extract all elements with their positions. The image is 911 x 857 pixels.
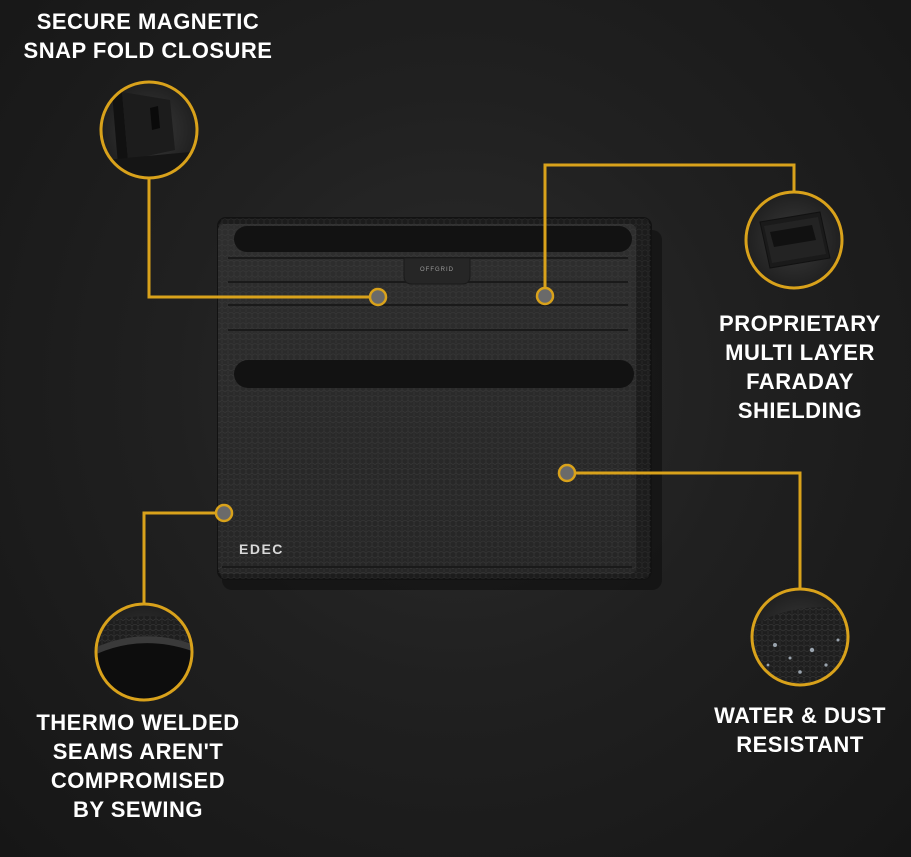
anchor-dot (557, 463, 577, 483)
callout-line: SEAMS AREN'T (52, 739, 224, 764)
connector-top-right (543, 163, 796, 296)
connector-bottom-right (567, 471, 802, 590)
callout-line: SECURE MAGNETIC (36, 9, 260, 34)
anchor-dot (368, 287, 388, 307)
wallet-tab (403, 257, 471, 285)
connector-top-left (147, 177, 378, 299)
callout-line: WATER & DUST (714, 703, 886, 728)
middle-strip (234, 360, 634, 388)
callout-line: FARADAY (746, 369, 854, 394)
magnetic-strip (234, 226, 632, 252)
anchor-dot (535, 286, 555, 306)
callout-line: BY SEWING (72, 797, 203, 822)
anchor-dots (214, 286, 577, 523)
callout-line: SHIELDING (737, 398, 863, 423)
callout-line: MULTI LAYER (725, 340, 875, 365)
detail-circle-water-resistant (750, 587, 850, 687)
callout-line: RESISTANT (736, 732, 864, 757)
detail-circle-thermo-welded (94, 602, 194, 702)
wallet-tab-text: OFFGRID (420, 267, 454, 273)
callout-line: PROPRIETARY (719, 311, 881, 336)
wallet (217, 217, 662, 590)
connector-lines (142, 163, 802, 605)
callout-magnetic-closure: SECURE MAGNETIC SNAP FOLD CLOSURE (6, 7, 290, 65)
detail-circle-magnetic-closure (99, 80, 199, 180)
callout-line: SNAP FOLD CLOSURE (23, 38, 273, 63)
callout-thermo-welded: THERMO WELDED SEAMS AREN'T COMPROMISED B… (18, 708, 258, 824)
callout-water-resistant: WATER & DUST RESISTANT (700, 701, 900, 759)
wallet-body-texture (218, 224, 636, 574)
callout-line: COMPROMISED (50, 768, 226, 793)
callout-line: THERMO WELDED (36, 710, 240, 735)
brand-logo: EDEC (239, 541, 284, 557)
detail-circle-faraday-shielding (744, 190, 844, 290)
callout-faraday-shielding: PROPRIETARY MULTI LAYER FARADAY SHIELDIN… (700, 309, 900, 425)
connector-bottom-left (142, 511, 224, 605)
anchor-dot (214, 503, 234, 523)
